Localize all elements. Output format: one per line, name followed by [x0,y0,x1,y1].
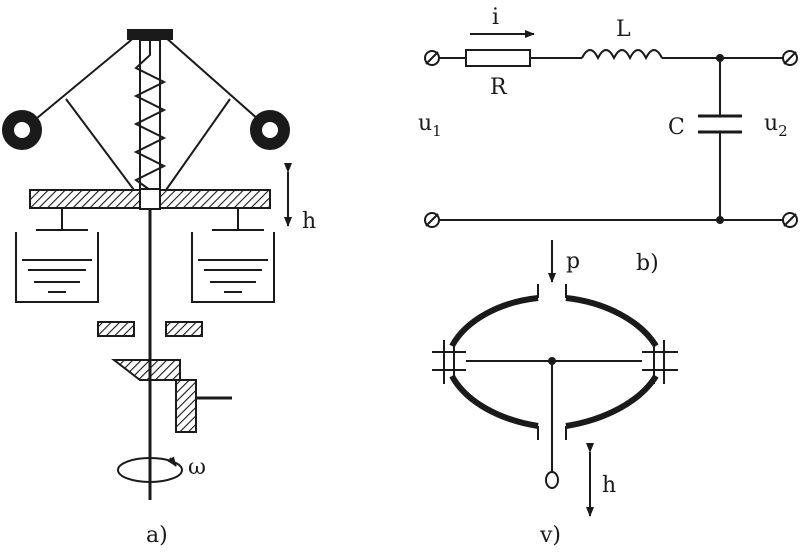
pressure-label: p [566,249,580,274]
left-lower-link [65,98,135,191]
capacitor-label: C [668,115,685,140]
right-dashpot [191,208,275,303]
input-voltage-label: u1 [418,111,442,140]
right-lower-link [165,98,231,191]
caption-a: a) [146,523,168,548]
upper-shell [449,295,659,348]
right-upper-arm [163,35,269,129]
guide-right [165,321,203,337]
rod-end [545,471,559,489]
caption-b: b) [636,251,659,276]
terminal-out-top [782,50,798,66]
bevel-gear-top [111,359,181,381]
inductor-label: L [616,17,631,42]
junction-bottom [716,216,724,224]
collar [139,188,161,210]
bevel-gear-side [175,379,197,433]
junction-top [716,54,724,62]
height-label-a: h [302,209,316,234]
left-flange [432,340,466,384]
right-flyball-highlight [262,122,278,138]
rotation-arrow [167,456,177,467]
output-voltage-label: u2 [764,111,788,140]
guide-left [97,321,135,337]
inductor [581,49,663,61]
height-label-v: h [602,473,616,498]
omega-label: ω [188,455,206,480]
rotation-circle [117,457,183,483]
inlet-nozzle [537,284,567,298]
outlet-nozzle [537,426,567,440]
panel-a-governor [2,29,292,500]
resistor [465,49,531,67]
resistor-label: R [490,75,508,100]
left-dashpot [15,208,99,303]
terminal-in-top [424,50,440,66]
terminal-in-bottom [424,212,440,228]
left-upper-arm [24,35,137,129]
panel-b-circuit [424,30,798,228]
lower-shell [449,374,659,429]
left-flyball-highlight [14,122,30,138]
current-label: i [492,5,499,30]
panel-v-capsule [432,240,678,517]
terminal-out-bottom [782,212,798,228]
right-flange [642,340,678,384]
caption-v: v) [539,523,561,548]
